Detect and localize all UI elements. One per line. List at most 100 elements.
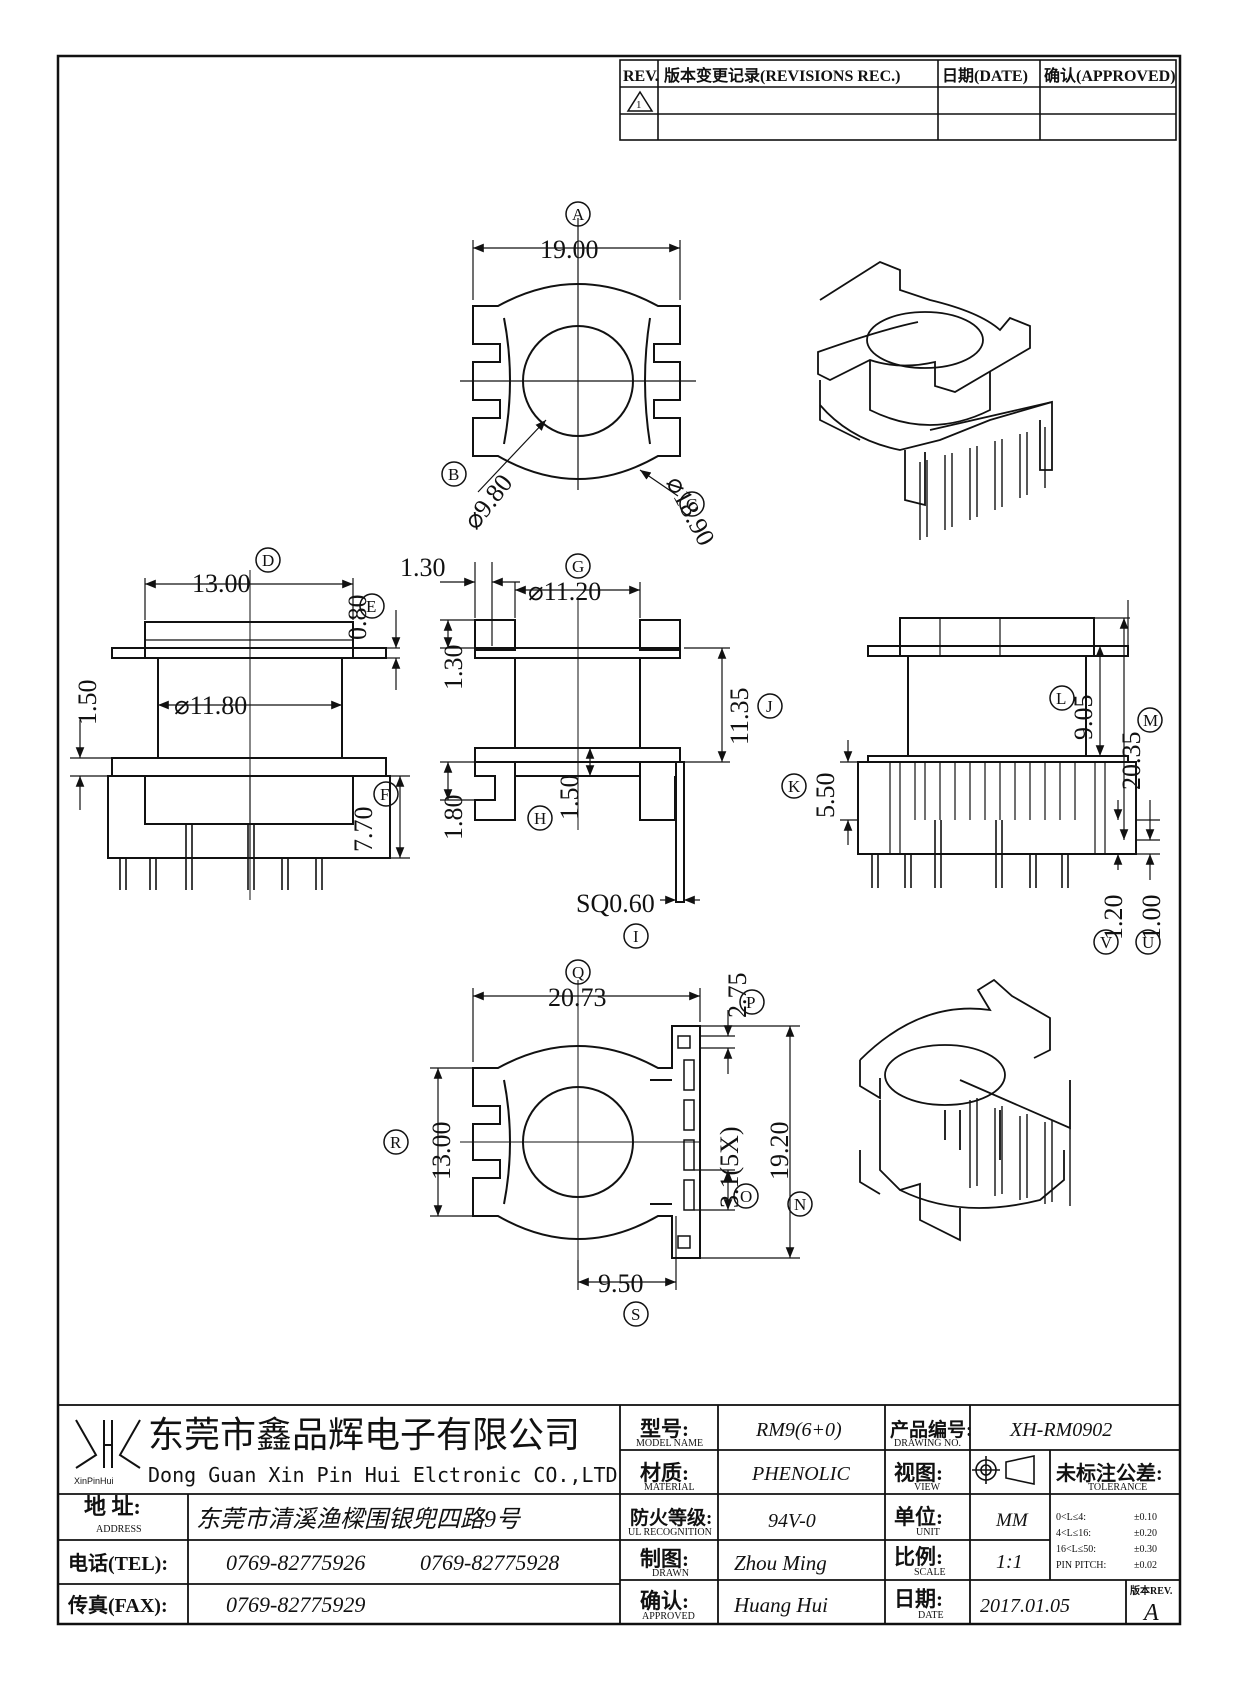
dim-right-total: 20.35: [1117, 732, 1146, 791]
dim-upper: 1.30: [439, 645, 468, 691]
logo-text: XinPinHui: [74, 1476, 114, 1486]
callout-Q: Q: [565, 959, 591, 985]
fax-label: 传真(FAX):: [67, 1593, 168, 1617]
dim-base-height: 7.70: [349, 807, 378, 853]
flame-value: 94V-0: [768, 1510, 816, 1532]
drawing-no-label-en: DRAWING NO.: [894, 1438, 961, 1449]
front-view-right: [840, 600, 1160, 888]
callout-E: E: [359, 593, 385, 619]
tolerance-range-2: 4<L≤16:: [1056, 1528, 1091, 1539]
svg-text:N: N: [794, 1195, 806, 1214]
callout-L: L: [1049, 685, 1075, 711]
tolerance-label-en: TOLERANCE: [1088, 1482, 1147, 1493]
date-header: 日期(DATE): [942, 66, 1028, 85]
tel-1: 0769-82775926: [226, 1550, 365, 1575]
address-label: 地 址:: [84, 1494, 141, 1519]
callout-I: I: [623, 923, 649, 949]
svg-text:B: B: [448, 465, 459, 484]
model-label-en: MODEL NAME: [636, 1438, 703, 1449]
revision-record-header: 版本变更记录(REVISIONS REC.): [663, 66, 900, 85]
callout-N: N: [787, 1191, 813, 1217]
callout-K: K: [781, 773, 807, 799]
top-view: [460, 218, 696, 497]
scale-label-en: SCALE: [914, 1567, 946, 1578]
date-label-en: DATE: [918, 1610, 944, 1621]
flame-label-en: UL RECOGNITION: [628, 1527, 712, 1538]
flame-label: 防火等级:: [630, 1506, 712, 1529]
callout-S: S: [623, 1301, 649, 1327]
model-label: 型号:: [640, 1417, 689, 1441]
tolerance-value-3: ±0.30: [1134, 1544, 1157, 1555]
svg-text:H: H: [534, 809, 546, 828]
callout-C: C: [679, 491, 705, 517]
date-label: 日期:: [894, 1587, 943, 1611]
callout-P: P: [739, 989, 765, 1015]
drawn-value: Zhou Ming: [734, 1551, 827, 1575]
dim-bottom-height: 13.00: [427, 1122, 456, 1181]
tolerance-range-3: 16<L≤50:: [1056, 1544, 1096, 1555]
dim-front-top-width: 13.00: [192, 569, 251, 598]
callout-R: R: [383, 1129, 409, 1155]
front-view-left: [70, 570, 410, 900]
svg-text:S: S: [631, 1305, 640, 1324]
svg-text:R: R: [390, 1133, 402, 1152]
view-label: 视图:: [894, 1461, 943, 1485]
svg-text:U: U: [1142, 933, 1154, 952]
approved-header: 确认(APPROVED): [1044, 66, 1176, 85]
tolerance-range-4: PIN PITCH:: [1056, 1560, 1106, 1571]
material-value: PHENOLIC: [751, 1463, 850, 1485]
unit-value: MM: [995, 1510, 1029, 1531]
dim-slot: 2.75: [723, 973, 752, 1019]
model-value: RM9(6+0): [755, 1419, 842, 1441]
isometric-view-lower: [859, 978, 1071, 1242]
fax-value: 0769-82775929: [226, 1592, 365, 1617]
callout-B: B: [441, 461, 467, 487]
callout-O: O: [733, 1183, 759, 1209]
address-label-en: ADDRESS: [96, 1524, 142, 1535]
title-block: [57, 1404, 1181, 1625]
callout-F: F: [373, 781, 399, 807]
dim-left-step: 1.50: [73, 680, 102, 726]
tolerance-range-1: 0<L≤4:: [1056, 1512, 1086, 1523]
address-value: 东莞市清溪渔樑围银兜四路9号: [196, 1506, 522, 1533]
svg-text:V: V: [1100, 933, 1113, 952]
scale-label: 比例:: [894, 1545, 943, 1569]
approved-label-en: APPROVED: [642, 1611, 695, 1622]
revision-number: 1: [636, 99, 642, 111]
rev-label: 版本REV.: [1130, 1584, 1173, 1597]
company-logo: [75, 1419, 141, 1469]
rev-value: A: [1142, 1600, 1159, 1626]
view-label-en: VIEW: [914, 1482, 941, 1493]
svg-text:L: L: [1056, 689, 1066, 708]
bottom-view: [430, 980, 800, 1290]
callout-H: H: [527, 805, 553, 831]
svg-text:O: O: [740, 1187, 752, 1206]
drawn-label-en: DRAWN: [652, 1568, 689, 1579]
rev-header: REV.: [623, 68, 659, 85]
material-label-en: MATERIAL: [644, 1482, 695, 1493]
dim-pin-square: SQ0.60: [576, 889, 655, 918]
svg-text:K: K: [788, 777, 801, 796]
dim-core-dia: ⌀11.80: [174, 691, 247, 720]
scale-value: 1:1: [996, 1551, 1023, 1573]
svg-text:G: G: [572, 557, 584, 576]
dim-top-width: 19.00: [540, 235, 599, 264]
side-view: [440, 562, 730, 905]
dim-pitch: 3.1(5X): [715, 1126, 744, 1208]
dim-mid: 1.50: [555, 775, 584, 821]
svg-text:C: C: [686, 495, 697, 514]
svg-text:F: F: [380, 785, 389, 804]
unit-label: 单位:: [894, 1505, 943, 1529]
svg-text:D: D: [262, 551, 274, 570]
svg-text:I: I: [633, 927, 639, 946]
revision-table: [619, 59, 1177, 141]
callout-G: G: [565, 553, 591, 579]
callout-U: U: [1135, 929, 1161, 955]
callout-D: D: [255, 547, 281, 573]
dim-offset: 9.50: [598, 1269, 644, 1298]
dim-lower: 1.80: [439, 795, 468, 841]
drawn-label: 制图:: [640, 1547, 689, 1571]
drawing-no-label: 产品编号:: [890, 1418, 972, 1441]
svg-text:J: J: [766, 697, 773, 716]
tel-2: 0769-82775928: [420, 1550, 559, 1575]
